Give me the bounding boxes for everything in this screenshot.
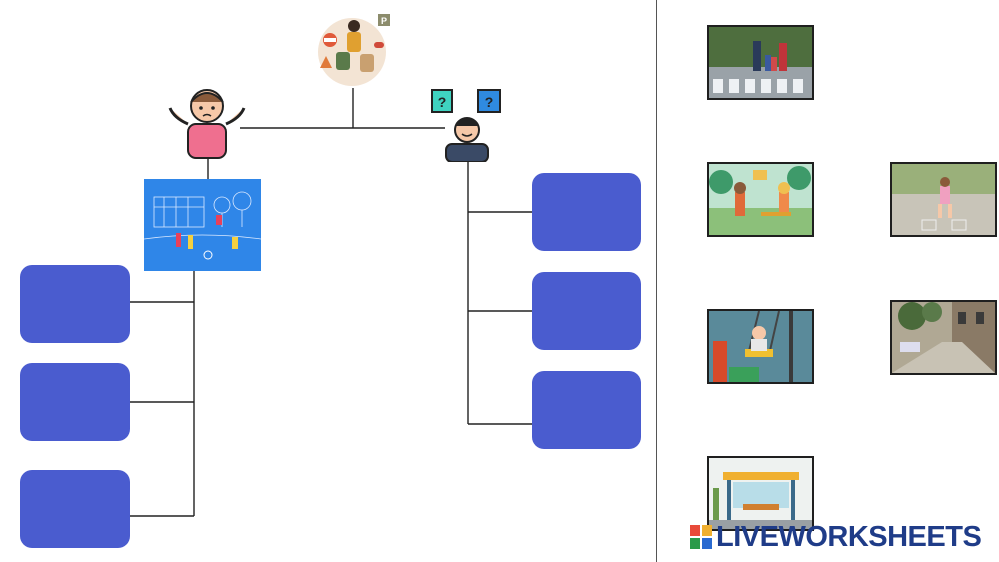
panel-divider [656, 0, 657, 562]
answer-box-left-1[interactable] [20, 265, 130, 343]
brand-name: LIVEWORKSHEETS [716, 521, 981, 554]
svg-text:?: ? [438, 94, 447, 110]
answer-box-left-2[interactable] [20, 363, 130, 441]
park-illustration [144, 179, 261, 271]
girl-hopscotch-photo[interactable] [890, 162, 997, 237]
playground-swing-photo[interactable] [707, 309, 814, 384]
confused-girl-icon [164, 84, 250, 160]
liveworksheets-logo: LIVEWORKSHEETS [690, 520, 981, 554]
sidewalk-street-photo[interactable] [890, 300, 997, 375]
answer-box-right-2[interactable] [532, 272, 641, 350]
kids-playing-park-illustration[interactable] [707, 162, 814, 237]
family-crossing-street-photo[interactable] [707, 25, 814, 100]
answer-box-right-1[interactable] [532, 173, 641, 251]
answer-box-left-3[interactable] [20, 470, 130, 548]
traffic-safety-illustration: P [314, 12, 394, 90]
thinking-man-question-icon: ? ? [430, 88, 504, 162]
liveworksheets-logo-icon [690, 525, 712, 549]
svg-text:P: P [381, 16, 387, 26]
svg-text:?: ? [485, 94, 494, 110]
answer-box-right-3[interactable] [532, 371, 641, 449]
